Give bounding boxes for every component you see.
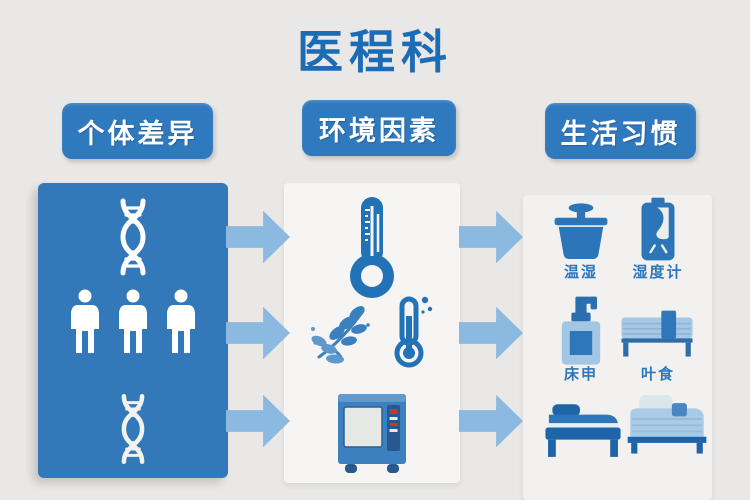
arrow-right-icon <box>459 306 523 360</box>
item-label: 湿度计 <box>632 264 684 281</box>
person-icon <box>163 289 199 355</box>
plant-icon <box>305 299 375 365</box>
page-title: 医程科 <box>297 26 453 78</box>
header-label: 环境因素 <box>319 115 439 146</box>
arrow-right-icon <box>459 210 523 264</box>
bed-light-icon <box>625 392 709 462</box>
arrow-right-icon <box>459 394 523 448</box>
header-environmental-factors: 环境因素 <box>302 100 456 156</box>
arrow-right-icon <box>226 306 290 360</box>
bench-towel-icon <box>618 307 696 361</box>
person-icon <box>67 289 103 355</box>
arrow-right-icon <box>226 210 290 264</box>
hygrometer-icon <box>635 196 681 262</box>
item-label: 温湿 <box>563 264 598 281</box>
arrow-right-icon <box>226 394 290 448</box>
appliance-icon <box>333 390 411 474</box>
header-lifestyle-habits: 生活习惯 <box>545 103 696 159</box>
bed-dark-icon <box>542 400 624 462</box>
item-label: 叶食 <box>640 366 675 383</box>
header-label: 生活习惯 <box>560 118 681 149</box>
header-label: 个体差异 <box>77 118 198 149</box>
dna-icon <box>113 392 153 466</box>
pot-icon <box>548 201 614 261</box>
item-label: 床申 <box>563 366 598 383</box>
small-thermometer-icon <box>390 294 434 368</box>
person-icon <box>115 289 151 355</box>
dna-icon <box>111 197 155 277</box>
header-individual-differences: 个体差异 <box>62 103 213 159</box>
pump-bottle-icon <box>552 295 610 367</box>
thermometer-icon <box>341 194 403 300</box>
